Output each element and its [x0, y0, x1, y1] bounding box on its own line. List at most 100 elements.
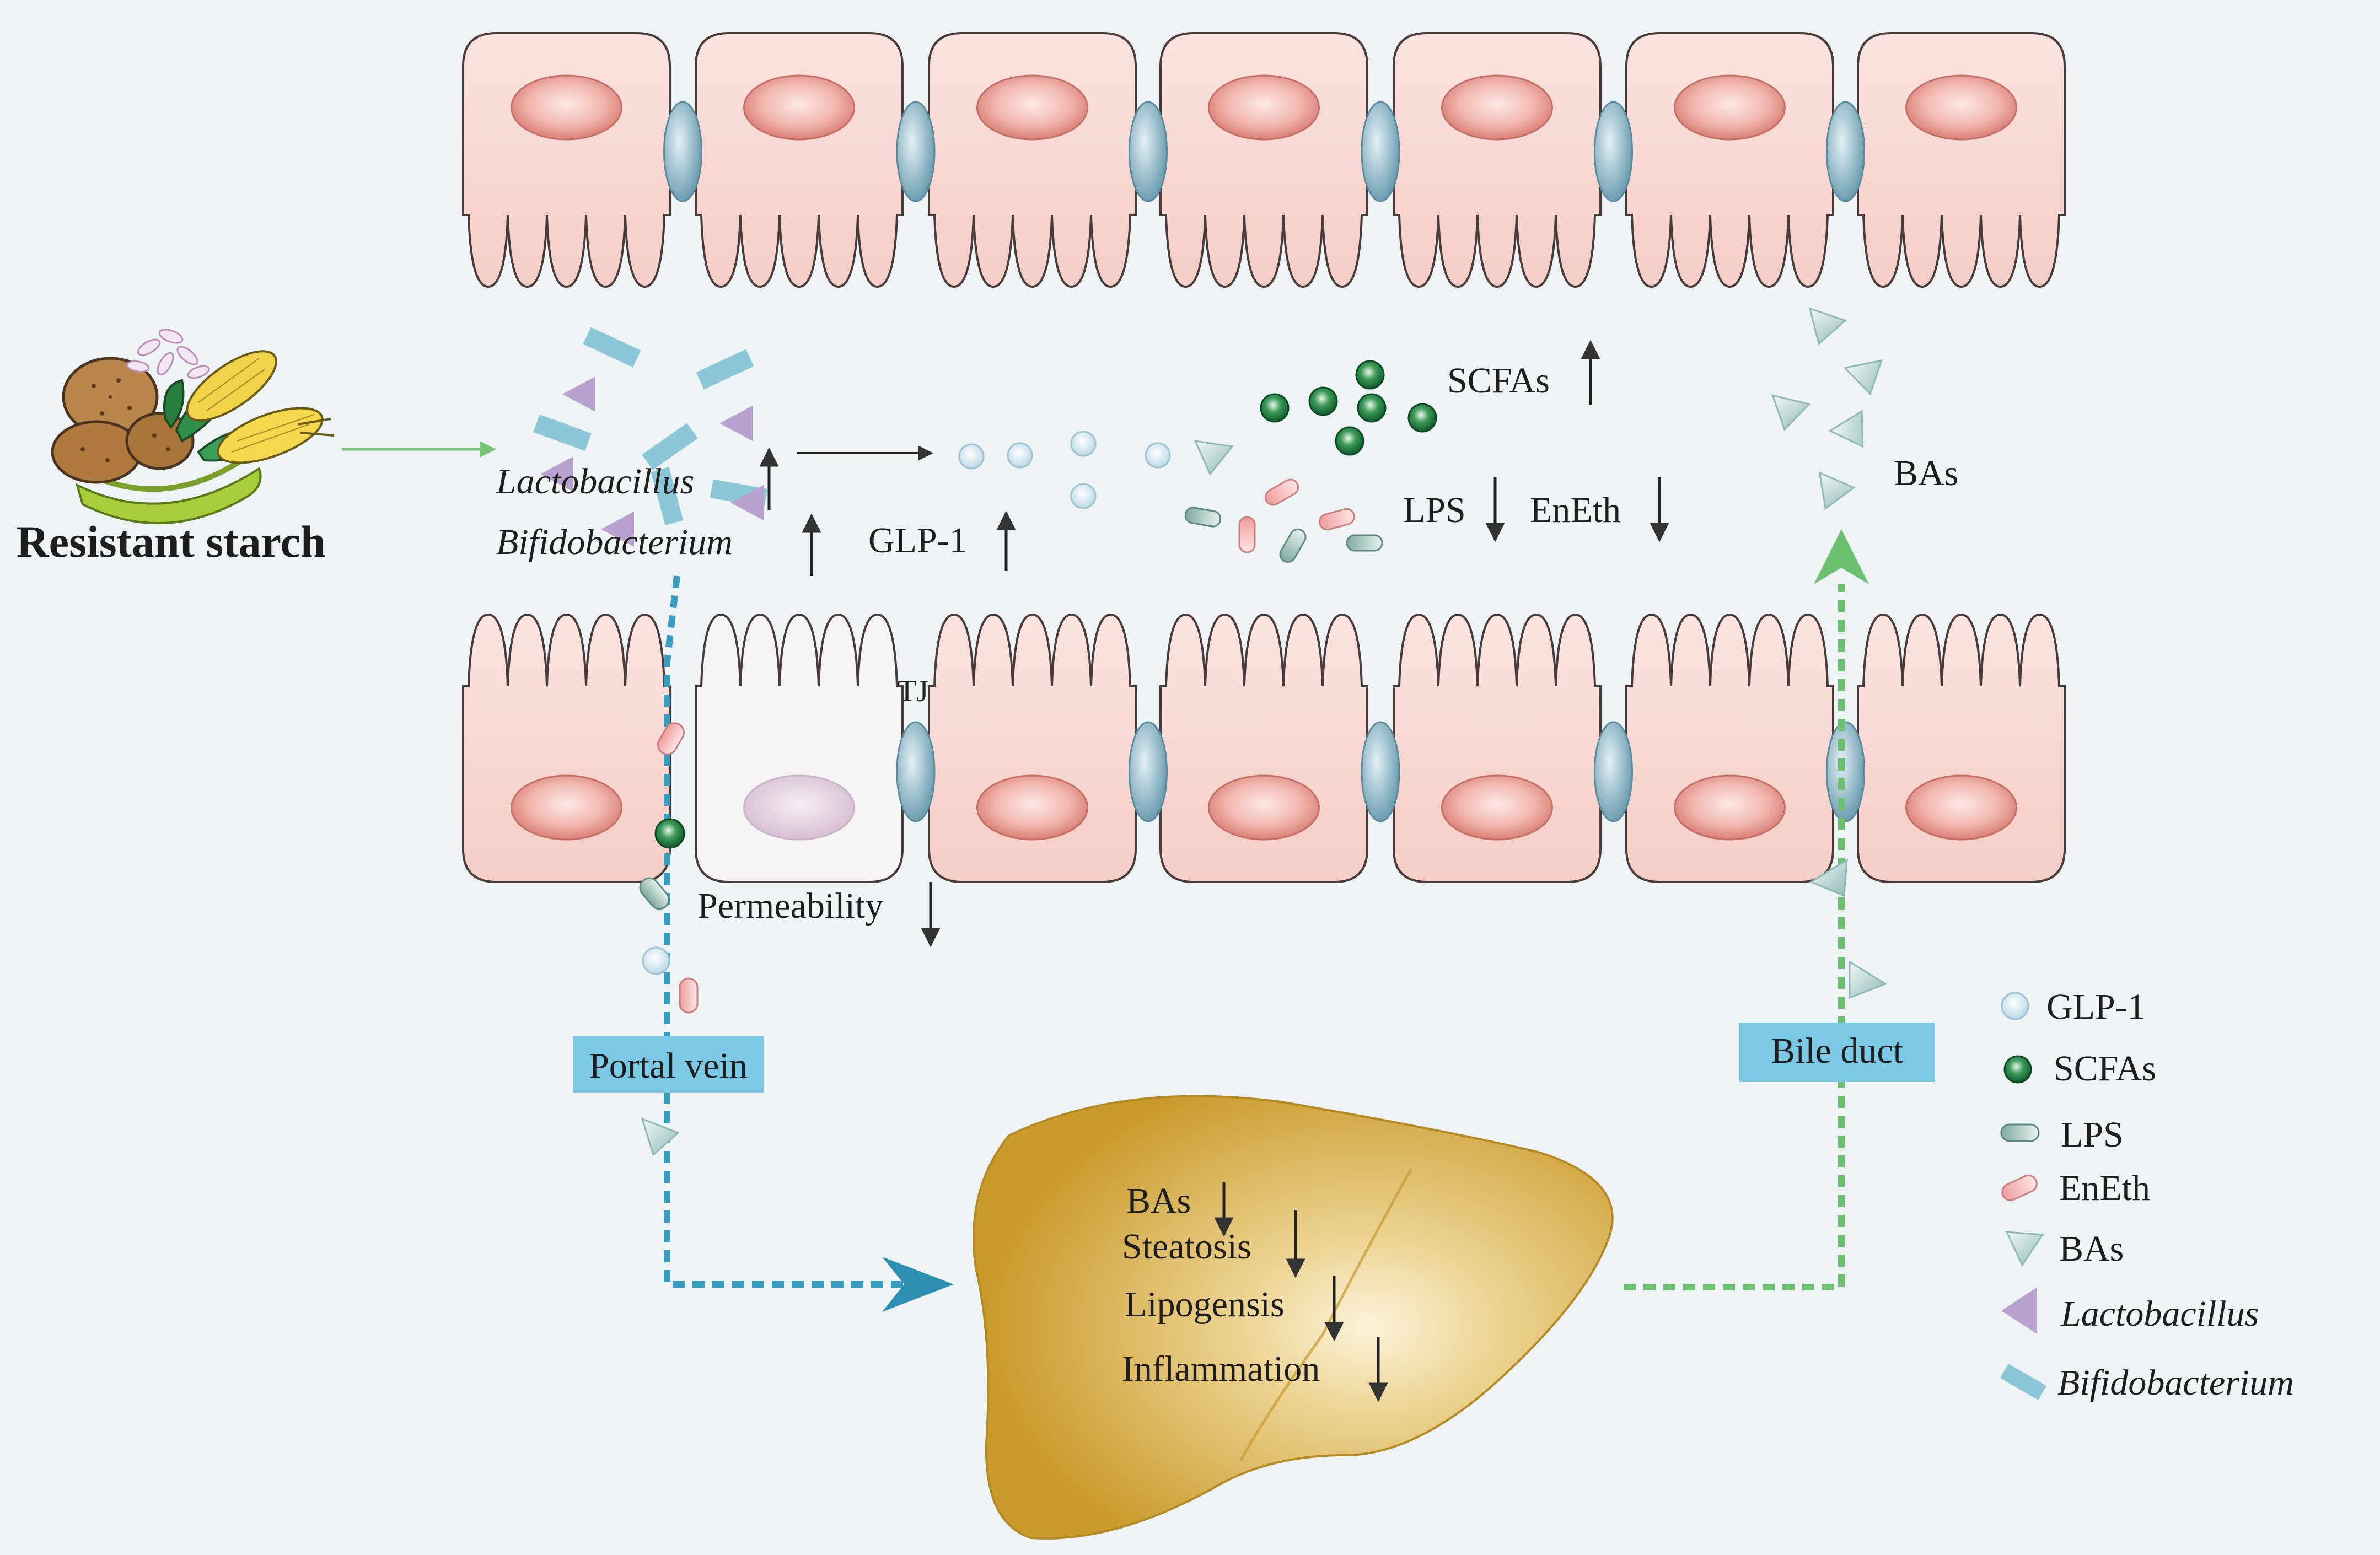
- cell-nucleus: [743, 774, 855, 841]
- epithelial-cell: [928, 32, 1137, 288]
- epithelial-cell: [928, 613, 1137, 883]
- lactobacillus-triangle-icon: [2001, 1287, 2037, 1334]
- legend-label-eneth: EnEth: [2059, 1168, 2150, 1208]
- bifidobacterium-label: Bifidobacterium: [496, 522, 733, 562]
- lactobacillus-triangle-icon: [719, 406, 753, 441]
- arrow-head: [480, 441, 496, 458]
- epithelial-cell: [1857, 32, 2066, 288]
- glp1-particles: [958, 431, 1171, 509]
- legend-item-bifidobacterium: Bifidobacterium: [2000, 1363, 2294, 1403]
- tight-junction-icon: [896, 101, 936, 202]
- epithelial-cell: [695, 32, 904, 288]
- glp1-dot-icon: [1070, 431, 1097, 457]
- cell-nucleus: [1208, 774, 1320, 841]
- bile-duct-box: [1739, 1023, 1935, 1082]
- eneth-capsule-icon: [1264, 478, 1299, 506]
- legend-item-eneth: EnEth: [2001, 1168, 2150, 1208]
- cell-nucleus: [511, 774, 622, 841]
- scfa-dot-icon: [1260, 393, 1290, 423]
- lactobacillus-triangle-icon: [562, 376, 595, 412]
- bile-duct-path: [1624, 584, 1845, 1290]
- tight-junction-icon: [663, 101, 702, 202]
- lactobacillus-label: Lactobacillus: [496, 461, 694, 502]
- epithelial-cell: [1625, 32, 1834, 288]
- cell-nucleus: [511, 74, 622, 141]
- tight-junction-label: TJ: [898, 674, 928, 708]
- tight-junction-icon: [1361, 721, 1400, 822]
- gut-microbes: [533, 327, 768, 547]
- legend: GLP-1 SCFAs LPS EnEth BAs Lactobacillus …: [2000, 987, 2294, 1403]
- bas-particles: [1194, 307, 1883, 510]
- epithelial-cell: [462, 32, 671, 288]
- scfas-label: SCFAs: [1447, 360, 1550, 401]
- glp1-dot-icon: [2001, 992, 2029, 1020]
- epithelial-cell: [1393, 613, 1602, 883]
- lactobacillus-triangle-icon: [540, 456, 573, 492]
- bile-duct-arrowhead: [1814, 529, 1869, 584]
- cell-nucleus: [1674, 74, 1786, 141]
- portal-vein-arrowhead: [882, 1257, 954, 1312]
- eneth-capsule-icon: [2001, 1174, 2038, 1202]
- bile-duct-label: Bile duct: [1771, 1031, 1903, 1071]
- legend-label-lps: LPS: [2061, 1115, 2124, 1155]
- portal-vein-label: Portal vein: [589, 1046, 748, 1086]
- bas-triangle-icon: [1771, 394, 1811, 432]
- bas-triangle-icon: [1828, 410, 1864, 448]
- bas-triangle-icon: [1818, 471, 1856, 510]
- permeability-label: Permeability: [697, 886, 883, 926]
- tight-junction-icon: [1594, 721, 1633, 822]
- glp1-label: GLP-1: [868, 520, 968, 561]
- glp1-dot-icon: [1070, 483, 1097, 509]
- scfa-dot-icon: [2003, 1055, 2032, 1084]
- legend-label-bas: BAs: [2059, 1229, 2124, 1269]
- lps-eneth-particles: [1184, 478, 1383, 563]
- cell-nucleus: [1905, 74, 2017, 141]
- bas-triangle-icon: [1843, 359, 1883, 396]
- tight-junction-icon: [896, 721, 936, 822]
- epithelial-cell: [1159, 613, 1368, 883]
- bas-triangle-icon: [1194, 440, 1234, 476]
- bifidobacterium-rod-icon: [2000, 1364, 2047, 1400]
- bifidobacterium-rod-icon: [583, 327, 641, 368]
- liver-effects: BAs Steatosis Lipogensis Inflammation: [1122, 1181, 1388, 1402]
- cell-nucleus: [976, 774, 1088, 841]
- scfa-dot-icon: [1407, 403, 1437, 433]
- bifidobacterium-rod-icon: [696, 349, 754, 390]
- legend-item-glp1: GLP-1: [2001, 987, 2146, 1027]
- resistant-starch-label: Resistant starch: [16, 516, 325, 567]
- scfa-dot-icon: [1357, 393, 1387, 423]
- liver-lipogensis-label: Lipogensis: [1125, 1284, 1285, 1325]
- epithelial-cell: [1393, 32, 1602, 288]
- liver-bas-label: BAs: [1126, 1181, 1191, 1221]
- legend-item-bas: BAs: [2005, 1229, 2124, 1269]
- lps-capsule-icon: [1279, 528, 1307, 563]
- epithelial-cell: [1857, 613, 2066, 883]
- epithelial-cell: [1159, 32, 1368, 288]
- lower-epithelium: [462, 613, 2066, 883]
- liver-steatosis-label: Steatosis: [1122, 1226, 1251, 1267]
- cell-nucleus: [1674, 774, 1786, 841]
- glp1-dot-icon: [1007, 442, 1033, 469]
- legend-label-glp1: GLP-1: [2046, 987, 2146, 1027]
- legend-label-scfas: SCFAs: [2054, 1048, 2156, 1089]
- tight-junction-icon: [1129, 101, 1168, 202]
- scfa-dot-icon: [1308, 386, 1338, 416]
- scfa-dot-icon: [1355, 360, 1385, 390]
- portal-vein-box: [573, 1036, 764, 1093]
- upper-epithelium: [462, 32, 2066, 288]
- epithelial-cell: [1625, 613, 1834, 883]
- bile-duct-particles: [1809, 858, 1888, 999]
- portal-vein-path: [664, 575, 904, 1288]
- liver-inflammation-label: Inflammation: [1122, 1349, 1320, 1389]
- epithelial-cell-damaged: [695, 613, 904, 883]
- scfa-dot-icon: [1335, 426, 1364, 456]
- resistant-starch-food-icon: [51, 329, 334, 525]
- lactobacillus-triangle-icon: [730, 485, 764, 520]
- bas-triangle-icon: [2005, 1231, 2044, 1267]
- lps-capsule-icon: [2000, 1123, 2040, 1142]
- bifidobacterium-rod-icon: [642, 423, 698, 470]
- lps-label: LPS: [1403, 490, 1466, 530]
- tight-junction-icon: [1361, 101, 1400, 202]
- legend-item-scfas: SCFAs: [2003, 1048, 2156, 1089]
